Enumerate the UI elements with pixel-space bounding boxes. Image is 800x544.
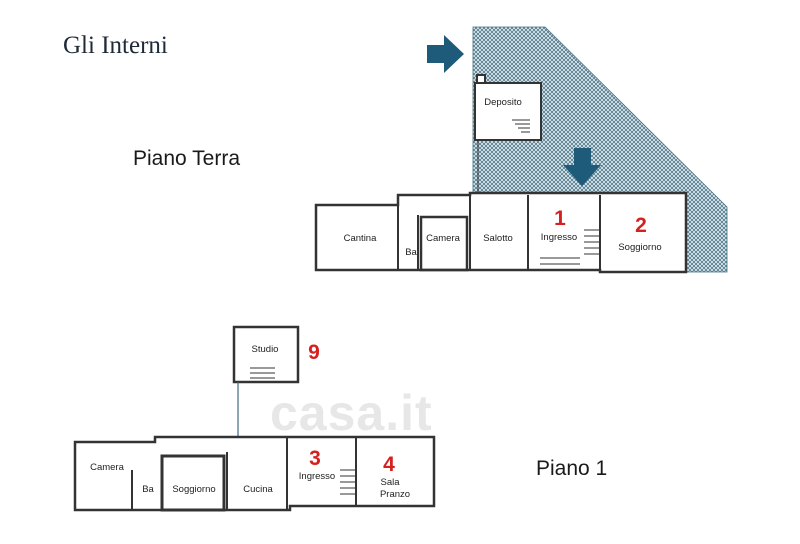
marker-4: 4 (383, 453, 395, 476)
marker-1: 1 (554, 207, 566, 230)
room-soggiorno: Soggiorno (618, 242, 661, 253)
marker-2: 2 (635, 214, 647, 237)
room-soggiorno-1: Soggiorno (172, 484, 215, 495)
room-bagno-1: Ba (142, 484, 154, 495)
room-cucina-1: Cucina (243, 484, 273, 495)
first-floor-plan (73, 435, 436, 512)
room-salotto: Salotto (483, 233, 513, 244)
deposito-block (474, 74, 542, 193)
ground-floor-plan (314, 191, 688, 274)
room-cantina: Cantina (344, 233, 377, 244)
room-ingresso: Ingresso (541, 232, 577, 243)
room-ingresso-1: Ingresso (299, 471, 335, 482)
page-title: Gli Interni (63, 32, 168, 59)
marker-3: 3 (309, 447, 321, 470)
room-bagno: Ba (405, 247, 417, 258)
arrow-right-icon (427, 35, 464, 73)
watermark-logo: casa.it (270, 385, 433, 441)
floor-label-ground: Piano Terra (133, 147, 241, 170)
room-deposito: Deposito (484, 97, 522, 108)
floor-label-first: Piano 1 (536, 457, 608, 480)
room-camera-1: Camera (90, 462, 125, 473)
room-studio: Studio (252, 344, 279, 355)
arrow-down-icon (563, 148, 601, 186)
marker-9: 9 (308, 341, 320, 364)
room-camera: Camera (426, 233, 461, 244)
room-sala-line1: Sala (380, 477, 400, 488)
room-sala-line2: Pranzo (380, 489, 410, 500)
studio-block (232, 325, 300, 442)
